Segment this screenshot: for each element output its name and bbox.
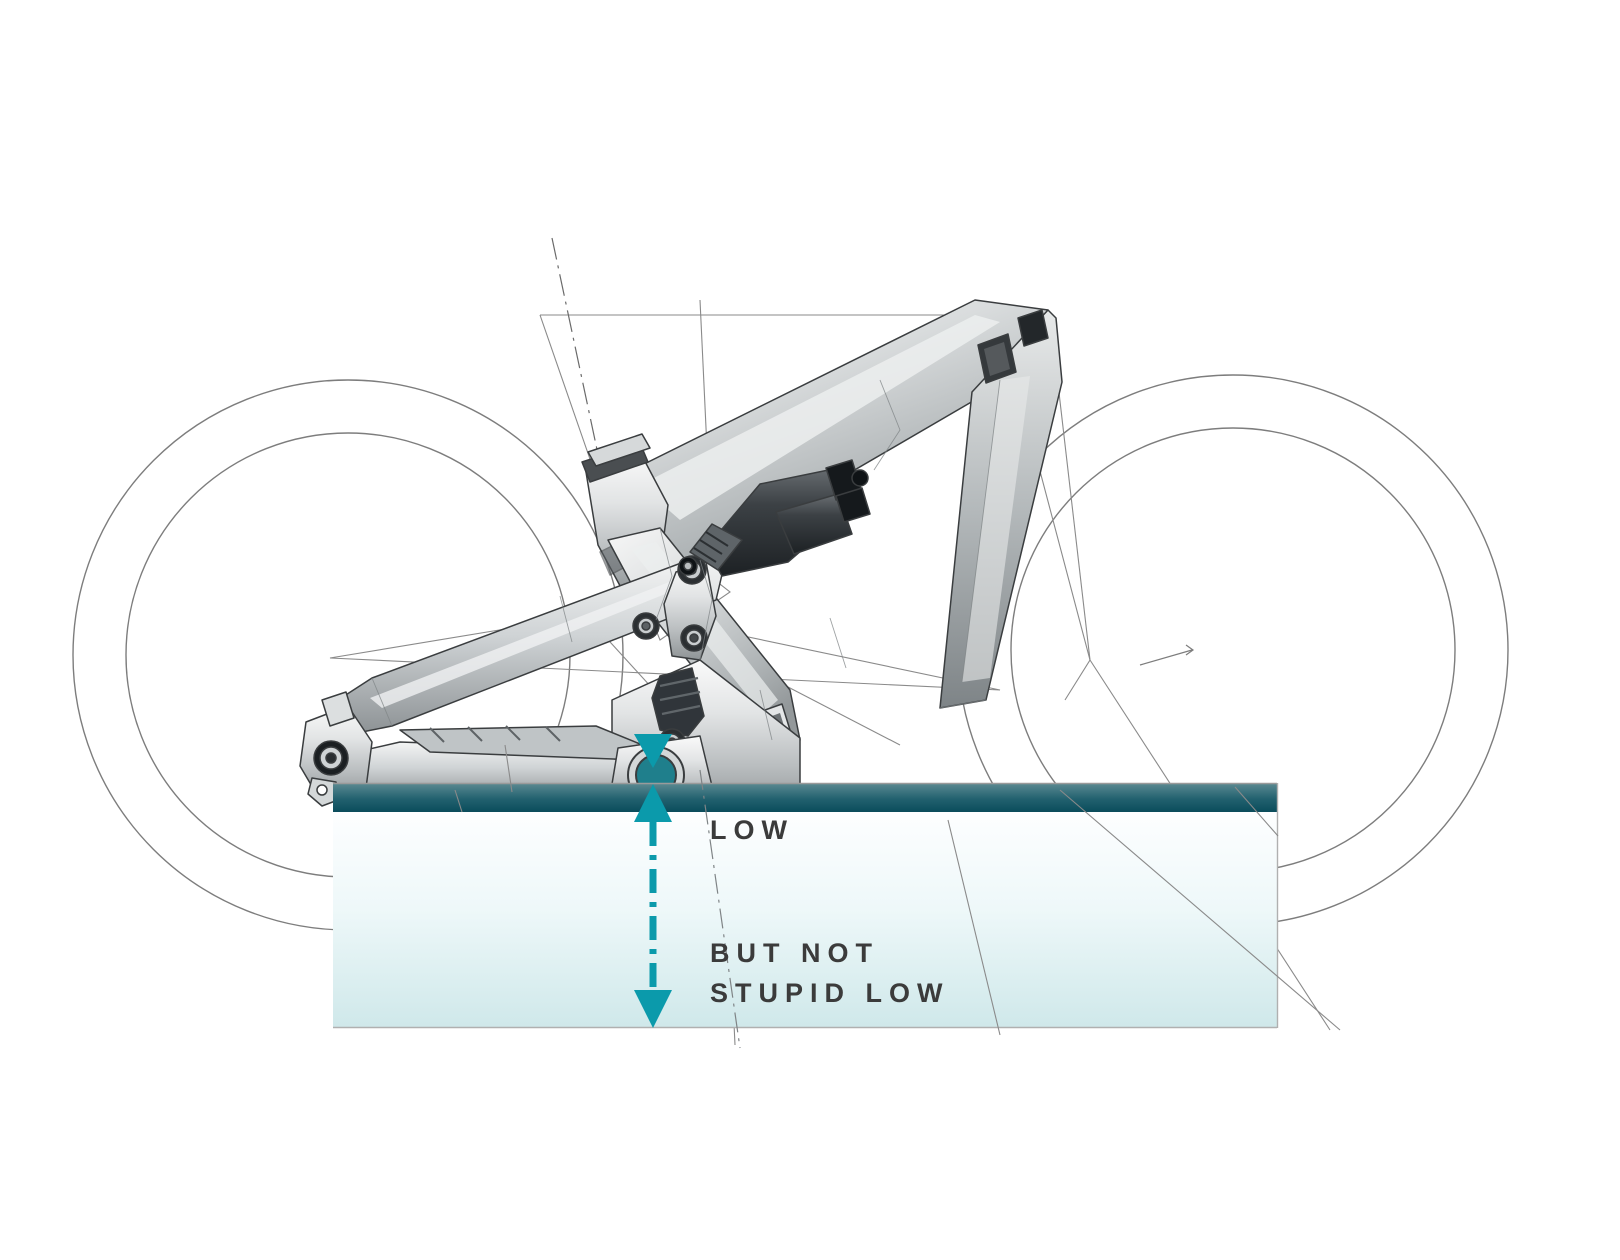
shock-reservoir-cap bbox=[835, 487, 871, 523]
zone-cross-line-b bbox=[1059, 789, 1341, 1031]
zone-cross-line-c bbox=[1234, 786, 1279, 837]
hanger-hole bbox=[316, 784, 328, 796]
callout-not-stupid-low-line2: STUPID LOW bbox=[710, 978, 950, 1008]
shock-eyelet-upper bbox=[851, 469, 869, 487]
top-tube-highlight bbox=[640, 315, 1000, 520]
seatpost-leader bbox=[504, 744, 513, 793]
seat-stay-highlight bbox=[370, 570, 710, 708]
zone-cross-line-a bbox=[947, 819, 1001, 1036]
shock-shaft bbox=[689, 523, 743, 571]
brake-mount bbox=[321, 691, 355, 727]
head-tube-top-cap bbox=[587, 433, 651, 467]
rear-axle-inner bbox=[325, 752, 337, 764]
seat-angle-center-line bbox=[699, 769, 741, 1049]
callout-low: LOW bbox=[710, 815, 794, 845]
front-wheel-radius-line bbox=[1139, 649, 1193, 666]
shock-piggyback bbox=[775, 493, 853, 555]
mid-pivot-bolt bbox=[641, 621, 651, 631]
shock-eyelet-lower-bore bbox=[683, 561, 693, 571]
chain-stay-protector-ribs bbox=[429, 725, 561, 743]
ground-reference-band bbox=[333, 783, 1277, 812]
frame-facet-lines bbox=[371, 379, 1001, 741]
shock-shaft-threads bbox=[693, 531, 729, 563]
dimension-arrowhead-down bbox=[634, 990, 672, 1028]
clearance-zone-rect bbox=[333, 812, 1277, 1028]
bb-marker-arrowhead-down bbox=[634, 734, 672, 768]
callout-not-stupid-low-line1: BUT NOT bbox=[710, 938, 879, 968]
seat-tube-highlight bbox=[962, 376, 1030, 682]
front-wheel-center-tick bbox=[1185, 644, 1195, 656]
lower-pivot-bolt bbox=[689, 633, 699, 643]
seat-tube-cable-port-inner bbox=[984, 342, 1010, 376]
dimension-arrowhead-up bbox=[634, 784, 672, 822]
lower-link-ribs bbox=[659, 676, 701, 716]
callout-not-stupid-low: BUT NOT STUPID LOW bbox=[710, 933, 950, 1013]
bb-leader-line bbox=[454, 789, 463, 813]
seat-clamp bbox=[1017, 309, 1049, 347]
